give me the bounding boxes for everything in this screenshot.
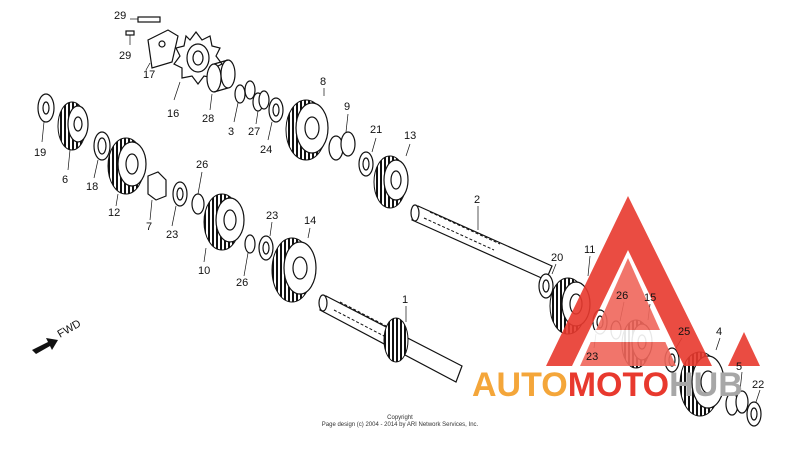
fwd-label: FWD [56,318,84,341]
callout-26: 26 [616,290,628,302]
watermark-brand: AUTOMOTOHUB [472,366,743,404]
callout-1: 1 [402,294,408,306]
callout-20: 20 [551,252,563,264]
callout-13: 13 [404,130,416,142]
bolt-29b [125,30,135,45]
callout-29: 29 [119,50,131,62]
bushing-27 [252,90,270,125]
callout-6: 6 [62,174,68,186]
callout-27: 27 [248,126,260,138]
callout-9: 9 [344,101,350,113]
callout-2: 2 [474,194,480,206]
callout-3: 3 [228,126,234,138]
callout-12: 12 [108,207,120,219]
collar-3 [233,80,256,123]
callout-8: 8 [320,76,326,88]
callout-11: 11 [584,244,595,256]
washer-19 [37,93,55,143]
washer-18 [93,131,111,179]
clip-26b [243,234,256,277]
callout-29: 29 [114,10,126,22]
callout-21: 21 [370,124,382,136]
callout-17: 17 [143,69,155,81]
callout-7: 7 [146,221,152,233]
washer-23b [258,221,274,261]
copyright-notice: Page design (c) 2004 - 2014 by ARI Netwo… [321,422,479,428]
gear-4 [679,337,725,417]
gear-8 [285,88,329,161]
bushing-7 [147,171,167,221]
copyright-title: Copyright [387,415,413,421]
callout-19: 19 [34,147,46,159]
washer-23a [171,181,188,227]
callout-23: 23 [586,351,598,363]
callout-4: 4 [716,326,722,338]
callout-25: 25 [678,326,690,338]
clip-26a [191,171,205,215]
bearing-28 [206,59,236,111]
gear-14 [271,227,317,303]
callout-28: 28 [202,113,214,125]
callout-26: 26 [236,277,248,289]
washer-22 [746,389,762,427]
washer-24 [267,97,284,141]
callout-26: 26 [196,159,208,171]
callout-22: 22 [752,379,764,391]
callout-16: 16 [167,108,179,120]
callout-14: 14 [304,215,316,227]
callout-15: 15 [644,292,656,304]
bearing-5 [725,371,749,416]
washer-21 [358,137,377,177]
triangle-logo-icon [546,196,760,366]
bolt-29a [130,16,161,23]
callout-18: 18 [86,181,98,193]
gear-10 [203,193,245,263]
gear-13 [373,143,411,209]
callout-5: 5 [736,361,742,373]
callout-23: 23 [166,229,178,241]
gear-12 [107,137,147,207]
bushing-9 [328,113,356,161]
countershaft-2 [410,204,553,281]
plate-17 [145,29,179,71]
washer-20 [538,263,557,299]
callout-23: 23 [266,210,278,222]
gear-6 [57,101,89,171]
callout-10: 10 [198,265,210,277]
callout-24: 24 [260,144,272,156]
mainshaft-1 [318,294,463,383]
fwd-arrow-icon [32,338,58,354]
